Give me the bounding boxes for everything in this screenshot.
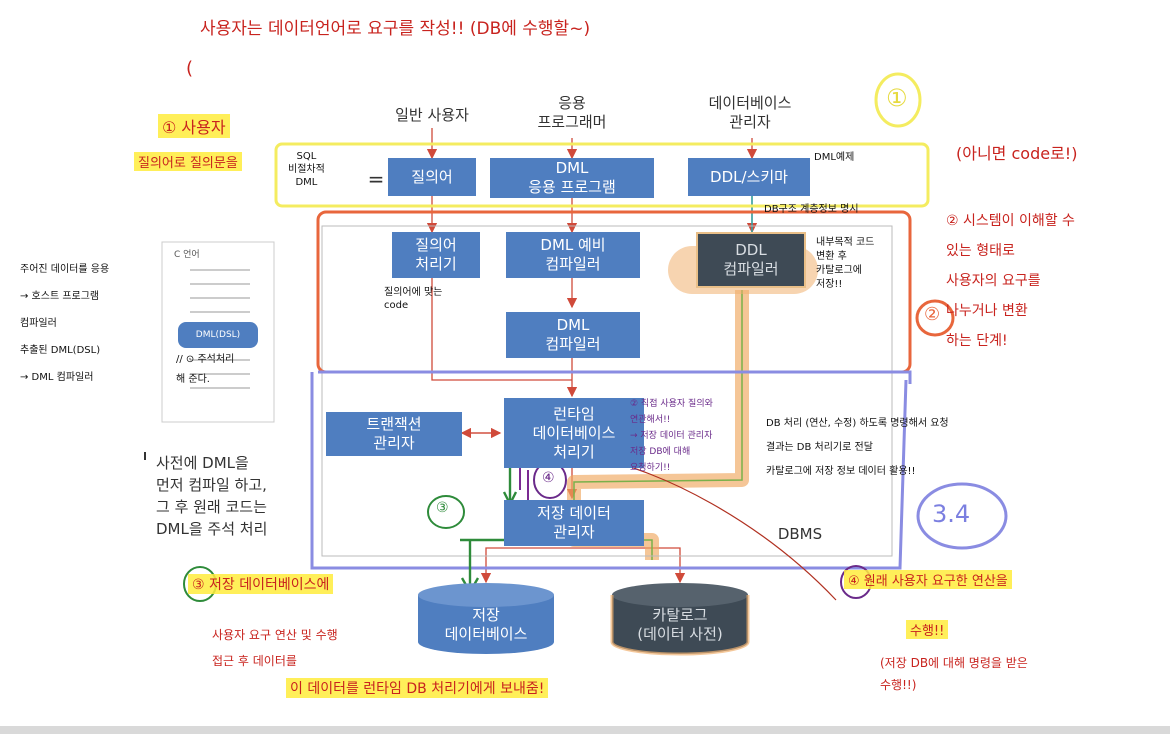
step3b-annotation: 사용자 요구 연산 및 수행 접근 후 데이터를 bbox=[212, 628, 338, 668]
c-doc-dml-box-label: DML(DSL) bbox=[195, 330, 241, 340]
dml-app-program-box: DML 응용 프로그램 bbox=[490, 158, 654, 198]
qp-note-annotation: 질의어에 맞는 code bbox=[384, 287, 443, 311]
stored-data-manager-box: 저장 데이터 관리자 bbox=[504, 500, 644, 546]
circle34-annotation: 3.4 bbox=[932, 500, 971, 528]
precompile-note: 사전에 DML을 먼저 컴파일 하고, 그 후 원래 코드는 DML을 주석 처… bbox=[156, 454, 268, 538]
circle2-annotation: ② bbox=[924, 304, 941, 325]
left-side-annotation: 주어진 데이터를 응용 → 호스트 프로그램 컴파일러 추출된 DML(DSL)… bbox=[20, 264, 110, 383]
stored-db-label: 저장 데이터베이스 bbox=[444, 606, 528, 643]
comment-annotation: // ⊙ 주석처리 해 준다. bbox=[176, 354, 235, 385]
dml-compiler-box: DML 컴파일러 bbox=[506, 312, 640, 358]
circle4-annotation: ④ bbox=[542, 470, 555, 486]
step4c-annotation: (저장 DB에 대해 명령을 받은 수행!!) bbox=[880, 656, 1028, 692]
ddl-schema-box: DDL/스키마 bbox=[688, 158, 810, 196]
top-title-annotation: 사용자는 데이터언어로 요구를 작성!! (DB에 수행할~) bbox=[200, 19, 591, 39]
sql-annotation: SQL 비절차적 DML bbox=[288, 151, 325, 188]
note-tick bbox=[144, 452, 146, 460]
circle1-annotation: ① bbox=[886, 84, 908, 112]
runtime-annotation: ② 직접 사용자 질의와 연관해서!! → 저장 데이터 관리자 저장 DB에 … bbox=[630, 399, 713, 473]
app-programmer-label: 응용 프로그래머 bbox=[537, 94, 607, 131]
dml-example-annotation: DML예제 bbox=[814, 152, 855, 163]
step1b-annotation: 질의어로 질의문을 bbox=[134, 152, 242, 171]
transaction-manager-box: 트랜잭션 관리자 bbox=[326, 412, 462, 456]
catalog-label: 카탈로그 (데이터 사전) bbox=[637, 606, 723, 643]
c-doc-title: C 언어 bbox=[174, 250, 200, 260]
general-user-label: 일반 사용자 bbox=[395, 106, 469, 124]
paren-annotation: ( bbox=[186, 58, 194, 79]
right-mid-annotation: DB 처리 (연산, 수정) 하도록 명령해서 요청 결과는 DB 처리기로 전… bbox=[766, 418, 949, 477]
system-step-annotation: ② 시스템이 이해할 수 있는 형태로 사용자의 요구를 나누거나 변환 하는 … bbox=[946, 213, 1075, 349]
code-annotation: (아니면 code로!) bbox=[956, 144, 1078, 163]
step3c-annotation: 이 데이터를 런타임 DB 처리기에게 보내줌! bbox=[286, 678, 549, 698]
ddl-side-annotation: 내부목적 코드 변환 후 카탈로그에 저장!! bbox=[816, 237, 875, 290]
query-processor-box: 질의어 처리기 bbox=[392, 232, 480, 278]
db-struct-annotation: DB구조 계층정보 명시 bbox=[764, 204, 859, 215]
circle3a-annotation: ③ bbox=[436, 500, 449, 516]
dml-precompiler-box: DML 예비 컴파일러 bbox=[506, 232, 640, 278]
dbms-label: DBMS bbox=[777, 525, 823, 543]
step4b-annotation: 수행!! bbox=[906, 620, 949, 639]
bottom-border bbox=[0, 726, 1170, 734]
runtime-db-processor-box: 런타임 데이터베이스 처리기 bbox=[504, 398, 644, 468]
step1-annotation: ① 사용자 bbox=[158, 114, 230, 138]
step4-annotation: ④ 원래 사용자 요구한 연산을 bbox=[844, 570, 1012, 589]
equals-sign: = bbox=[367, 167, 385, 191]
query-box: 질의어 bbox=[388, 158, 476, 196]
ddl-compiler-box: DDL 컴파일러 bbox=[696, 232, 806, 288]
step3-annotation: ③ 저장 데이터베이스에 bbox=[188, 574, 334, 594]
dba-label: 데이터베이스 관리자 bbox=[708, 94, 792, 131]
